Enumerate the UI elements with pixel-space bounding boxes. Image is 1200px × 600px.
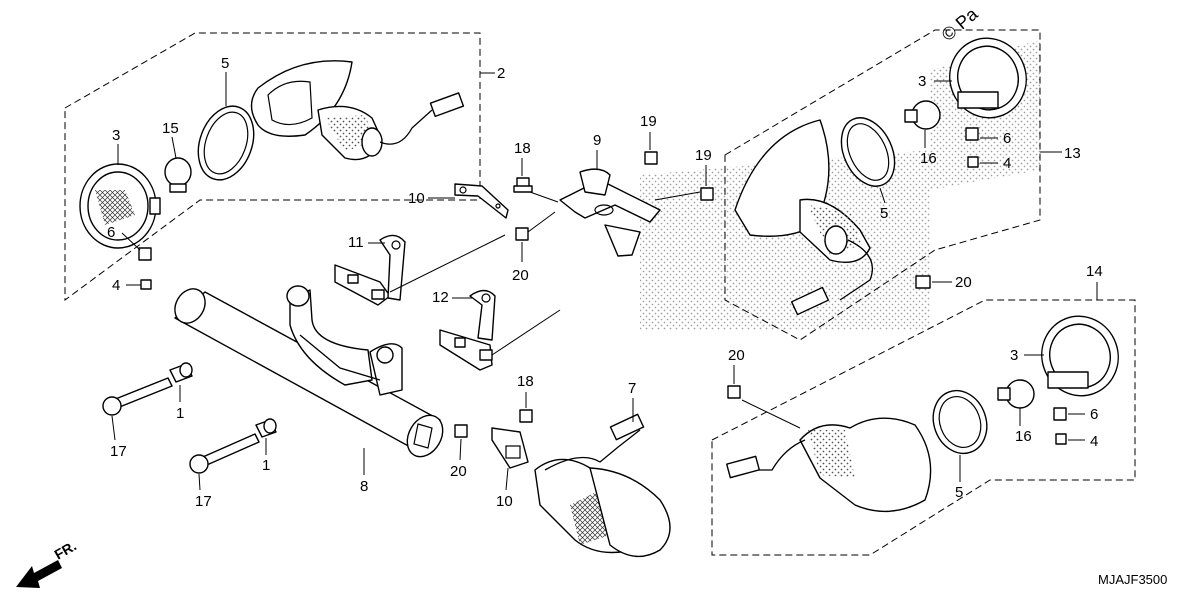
- callout-16-right-lower: 16: [1015, 428, 1032, 445]
- gasket-right-upper: [840, 117, 896, 187]
- callout-3-right-upper: 3: [918, 73, 926, 90]
- callout-1-upper: 1: [176, 405, 184, 422]
- screw-19-a: [644, 151, 658, 165]
- callout-5-right-lower: 5: [955, 484, 963, 501]
- bolt-17-lower: [189, 433, 260, 474]
- callout-5-right-upper: 5: [880, 205, 888, 222]
- lens-right-upper: [949, 37, 1027, 119]
- callout-1-lower: 1: [262, 457, 270, 474]
- bulb-left: [164, 157, 192, 193]
- callout-18-lower: 18: [517, 373, 534, 390]
- front-label: FR.: [52, 537, 80, 562]
- collar-1-lower: [255, 418, 277, 438]
- gasket-right-lower: [932, 389, 988, 455]
- copyright-mark: © Pa: [938, 3, 982, 45]
- callout-4-right-lower: 4: [1090, 433, 1098, 450]
- callout-13: 13: [1064, 145, 1081, 162]
- assembly-lines: [389, 191, 701, 356]
- callout-20-right-lower: 20: [728, 347, 745, 364]
- lens-left: [79, 163, 161, 249]
- right-upper-assembly-group: 13 5 16 3 6 4: [724, 29, 1081, 341]
- nut-right-upper: [965, 127, 979, 141]
- callout-6-right-upper: 6: [1003, 130, 1011, 147]
- callout-6-left: 6: [107, 224, 115, 241]
- callout-15: 15: [162, 120, 179, 137]
- collar-1-upper: [169, 362, 193, 383]
- callout-5-left: 5: [221, 55, 229, 72]
- callout-3-left: 3: [112, 127, 120, 144]
- screw-18-lower: [519, 409, 533, 423]
- callout-19-a: 19: [640, 113, 657, 130]
- screw-20-center: [515, 227, 529, 241]
- callout-12: 12: [432, 289, 449, 306]
- bracket-10-upper: [454, 183, 509, 219]
- callout-2: 2: [497, 65, 505, 82]
- bracket-11: [334, 234, 406, 306]
- screw-right-lower: [1055, 433, 1067, 445]
- callout-17-upper: 17: [110, 443, 127, 460]
- callout-18-upper: 18: [514, 140, 531, 157]
- front-arrow-icon: [16, 560, 62, 588]
- mounting-bar: [174, 285, 444, 458]
- screw-20-lower: [454, 424, 468, 438]
- lens-right-lower: [1041, 315, 1119, 397]
- bracket-10-lower: [491, 427, 529, 469]
- callout-20-lower: 20: [450, 463, 467, 480]
- drawing-code: MJAJF3500: [1098, 572, 1167, 587]
- screw-18-upper: [513, 177, 533, 193]
- right-lower-assembly-group: 14 5 16 3 6 4: [711, 263, 1136, 556]
- nut-right-lower: [1053, 407, 1067, 421]
- callout-17-lower: 17: [195, 493, 212, 510]
- housing-left: [250, 60, 465, 161]
- screw-left: [140, 279, 152, 290]
- callout-14: 14: [1086, 263, 1103, 280]
- bracket-9: [559, 168, 661, 257]
- callout-3-right-lower: 3: [1010, 347, 1018, 364]
- callout-6-right-lower: 6: [1090, 406, 1098, 423]
- bracket-12: [439, 289, 496, 371]
- left-assembly-group: 2 3 15 5: [64, 32, 505, 301]
- callout-20-right: 20: [955, 274, 972, 291]
- callout-4-right-upper: 4: [1003, 155, 1011, 172]
- nut-left: [138, 247, 152, 261]
- callout-8: 8: [360, 478, 368, 495]
- callout-20-center: 20: [512, 267, 529, 284]
- callout-7: 7: [628, 380, 636, 397]
- callout-11: 11: [348, 234, 364, 251]
- callout-4-left: 4: [112, 277, 120, 294]
- callout-10-upper: 10: [408, 190, 425, 207]
- bolt-17-upper: [102, 377, 173, 416]
- callout-16-right-upper: 16: [920, 150, 937, 167]
- turn-signal-center: [534, 413, 671, 558]
- callout-19-b: 19: [695, 147, 712, 164]
- callout-10-lower: 10: [496, 493, 513, 510]
- gasket-left: [197, 105, 255, 181]
- callout-9: 9: [593, 132, 601, 149]
- screw-20-right: [915, 275, 931, 289]
- screw-right-upper: [967, 156, 979, 168]
- screw-19-b: [700, 187, 714, 201]
- screw-20-right-lower: [727, 385, 741, 399]
